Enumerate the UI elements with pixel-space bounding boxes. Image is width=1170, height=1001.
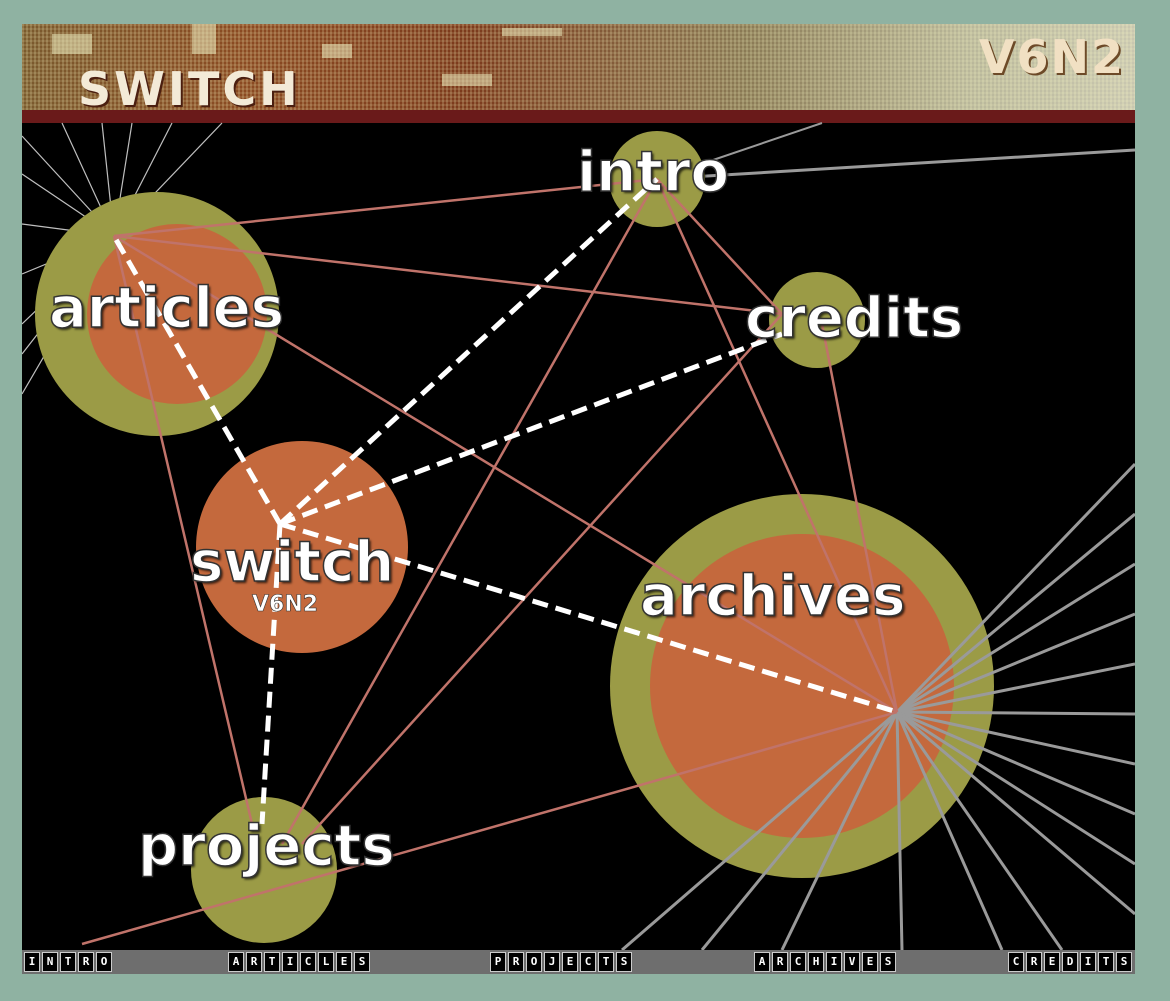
nav-letter: S bbox=[354, 952, 370, 972]
nav-letter: I bbox=[1080, 952, 1096, 972]
nav-letter: A bbox=[754, 952, 770, 972]
nav-letter: R bbox=[246, 952, 262, 972]
nav-letter: A bbox=[228, 952, 244, 972]
nav-letter: T bbox=[598, 952, 614, 972]
nav-letter: R bbox=[772, 952, 788, 972]
nav-letter: P bbox=[490, 952, 506, 972]
nav-letter: I bbox=[24, 952, 40, 972]
switch-dashed-edges bbox=[111, 177, 898, 825]
credits-link[interactable]: credits bbox=[744, 285, 964, 352]
header-banner: SWITCH V6N2 bbox=[22, 24, 1135, 110]
nav-letter: I bbox=[282, 952, 298, 972]
nav-letter: C bbox=[300, 952, 316, 972]
nav-letter: C bbox=[580, 952, 596, 972]
nav-letter: E bbox=[1044, 952, 1060, 972]
nav-letter: D bbox=[1062, 952, 1078, 972]
switch-issue-label: V6N2 bbox=[252, 592, 319, 618]
graph-edges bbox=[81, 177, 899, 946]
nav-letter: O bbox=[96, 952, 112, 972]
nav-letter: T bbox=[264, 952, 280, 972]
nav-letter: S bbox=[1116, 952, 1132, 972]
nav-letter: E bbox=[336, 952, 352, 972]
banner-block bbox=[192, 24, 216, 54]
nav-letter: L bbox=[318, 952, 334, 972]
nav-letter: E bbox=[862, 952, 878, 972]
nav-letter: S bbox=[880, 952, 896, 972]
header-divider bbox=[22, 110, 1135, 123]
banner-block bbox=[442, 74, 492, 86]
nav-letter: T bbox=[60, 952, 76, 972]
intro-link[interactable]: intro bbox=[576, 139, 729, 206]
nav-letter: C bbox=[790, 952, 806, 972]
nav-letter: R bbox=[1026, 952, 1042, 972]
nav-letter: H bbox=[808, 952, 824, 972]
nav-letter: R bbox=[78, 952, 94, 972]
nav-letter: S bbox=[616, 952, 632, 972]
banner-block bbox=[322, 44, 352, 58]
nav-letter: J bbox=[544, 952, 560, 972]
articles-link[interactable]: articles bbox=[48, 275, 285, 342]
nav-letter: I bbox=[826, 952, 842, 972]
archives-link[interactable]: archives bbox=[639, 563, 906, 630]
nav-letter: V bbox=[844, 952, 860, 972]
banner-block bbox=[502, 28, 562, 36]
nav-letter: N bbox=[42, 952, 58, 972]
projects-node bbox=[191, 797, 337, 943]
archives-spokes bbox=[621, 462, 1135, 950]
navigation-graph bbox=[22, 122, 1135, 950]
projects-link[interactable]: projects bbox=[137, 813, 395, 880]
switch-link[interactable]: switch bbox=[189, 529, 395, 596]
site-title: SWITCH bbox=[78, 62, 301, 110]
intro-spoke bbox=[656, 148, 1135, 181]
nav-letter: C bbox=[1008, 952, 1024, 972]
nav-letter: E bbox=[562, 952, 578, 972]
map-frame: SWITCH V6N2 bbox=[22, 24, 1135, 974]
banner-block bbox=[52, 34, 92, 54]
issue-title: V6N2 bbox=[978, 30, 1125, 84]
nav-letter: T bbox=[1098, 952, 1114, 972]
nav-letter: O bbox=[526, 952, 542, 972]
credits-node bbox=[769, 272, 865, 368]
nav-letter: R bbox=[508, 952, 524, 972]
